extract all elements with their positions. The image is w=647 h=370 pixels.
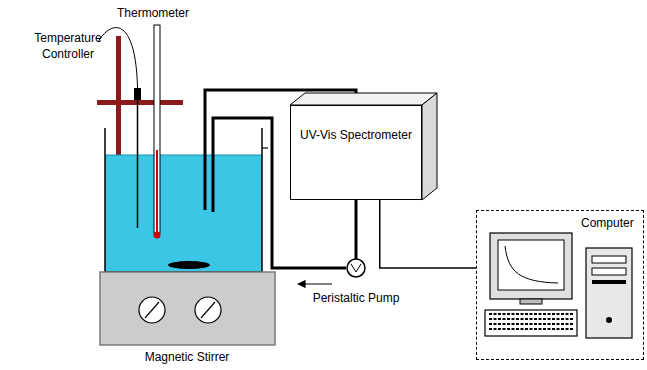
pump-tube (355, 200, 358, 259)
stirrer-knob (195, 297, 221, 323)
stand-clamp (97, 100, 183, 105)
water (105, 155, 262, 272)
stirrer-knob (139, 297, 165, 323)
spectrometer-side (422, 93, 437, 200)
beaker-spout (262, 147, 268, 148)
thermometer-mercury (156, 150, 158, 232)
stir-bar (168, 261, 210, 269)
part-label: Magnetic Stirrer (122, 349, 252, 365)
computer-keyboard (485, 310, 577, 336)
flow-arrow (298, 283, 332, 284)
computer-box: Computer (476, 210, 644, 360)
node-text: Computer (581, 216, 634, 231)
signal-cable (380, 200, 476, 268)
computer-monitor (490, 233, 572, 304)
thermometer-bulb (154, 232, 161, 239)
part-label: Temperature Controller (28, 30, 108, 62)
part-label: Peristaltic Pump (300, 290, 412, 306)
water-surface (105, 155, 262, 156)
spectrometer-top (290, 93, 437, 105)
beaker (105, 128, 262, 272)
computer-tower (586, 248, 632, 338)
part-label: Thermometer (108, 5, 198, 21)
node-text: UV-Vis Spectrometer (300, 128, 412, 143)
thermometer-tube (154, 25, 160, 233)
pump-symbol (347, 259, 365, 277)
controller-wire (98, 28, 138, 88)
probe-rod (137, 100, 139, 228)
probe-head (134, 88, 141, 100)
stirrer-body (100, 272, 275, 345)
spectrometer-box: UV-Vis Spectrometer (290, 105, 422, 200)
